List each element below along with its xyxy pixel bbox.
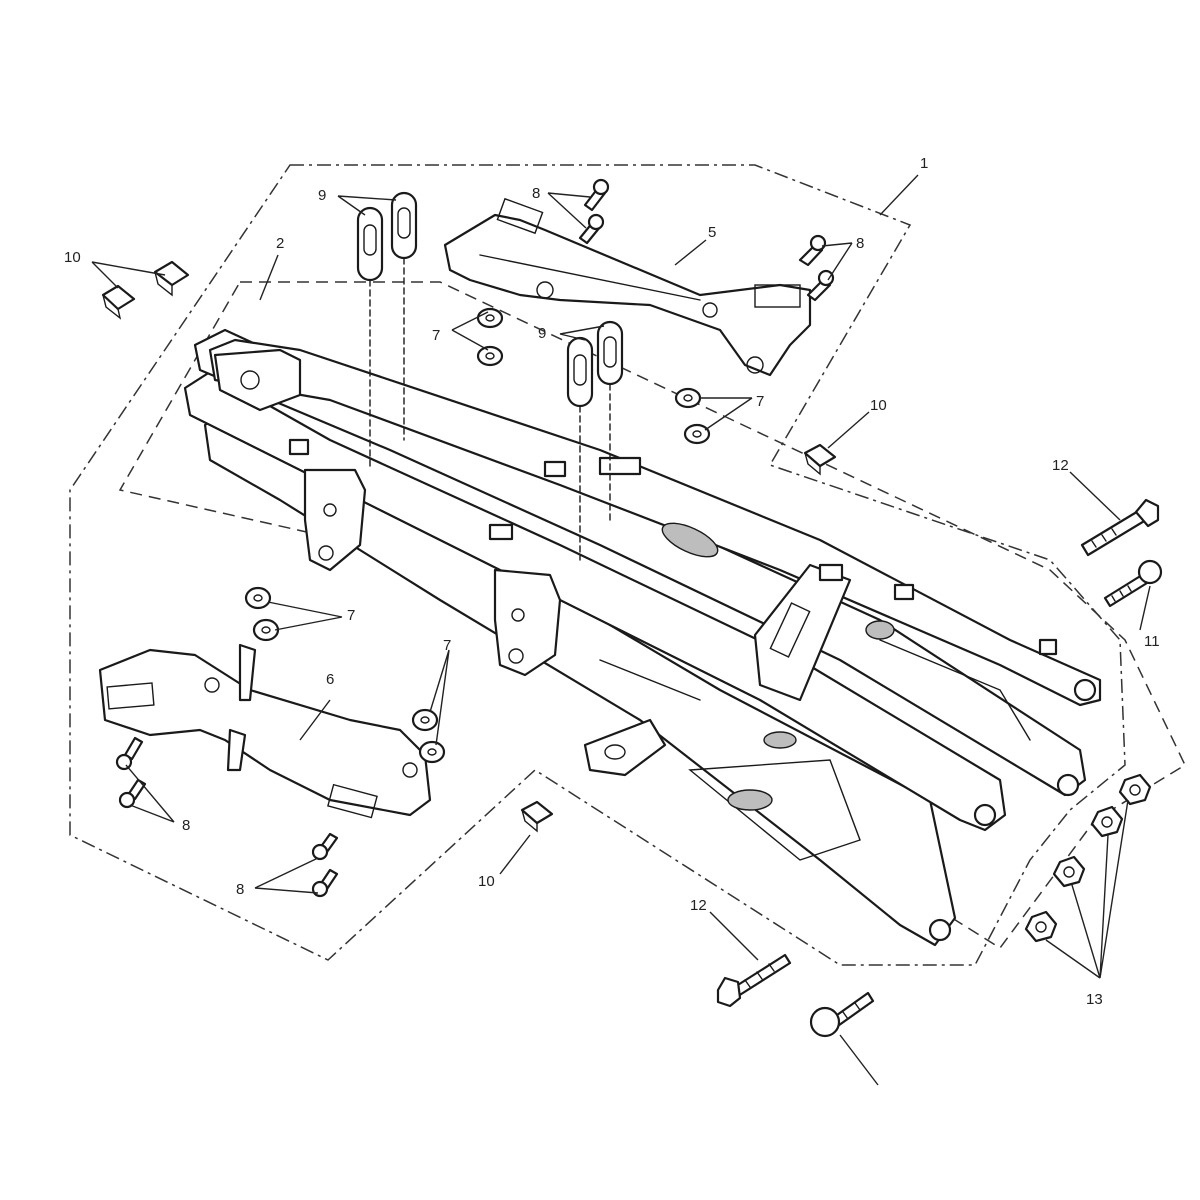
callout-9-b: 9	[538, 325, 546, 342]
callout-8-b: 8	[856, 235, 864, 252]
callout-11: 11	[1144, 633, 1160, 650]
assembly-outline-1	[69, 164, 1126, 966]
callout-5: 5	[708, 224, 716, 241]
callout-labels: 1 2 5 6 7 7 7 7 8 8 8 8 9 9 10 10 10 11 …	[64, 155, 1160, 1008]
callout-6: 6	[326, 671, 334, 688]
callout-7-c: 7	[347, 607, 355, 624]
nuts-13	[1024, 773, 1152, 943]
callout-9-a: 9	[318, 187, 326, 204]
callout-10-b: 10	[870, 397, 887, 414]
lower-bracket-6	[98, 643, 432, 819]
bolt-11	[1103, 559, 1163, 608]
bolts-12	[716, 498, 1160, 1038]
callout-12-b: 12	[690, 897, 707, 914]
leader-lines	[91, 174, 1151, 1086]
callout-1: 1	[920, 155, 928, 172]
spacers-7	[244, 307, 711, 764]
rear-frame	[183, 328, 1102, 947]
callout-13: 13	[1086, 991, 1103, 1008]
callout-7-b: 7	[756, 393, 764, 410]
small-bolts-8	[115, 178, 835, 898]
slotted-plates-9	[356, 191, 624, 408]
callout-10-a: 10	[64, 249, 81, 266]
callout-7-a: 7	[432, 327, 440, 344]
callout-10-c: 10	[478, 873, 495, 890]
callout-8-c: 8	[182, 817, 190, 834]
callout-7-d: 7	[443, 637, 451, 654]
callout-8-a: 8	[532, 185, 540, 202]
upper-bracket-5	[443, 197, 812, 377]
clip-nuts-10	[101, 260, 837, 833]
callout-8-d: 8	[236, 881, 244, 898]
callout-2: 2	[276, 235, 284, 252]
callout-12-a: 12	[1052, 457, 1069, 474]
